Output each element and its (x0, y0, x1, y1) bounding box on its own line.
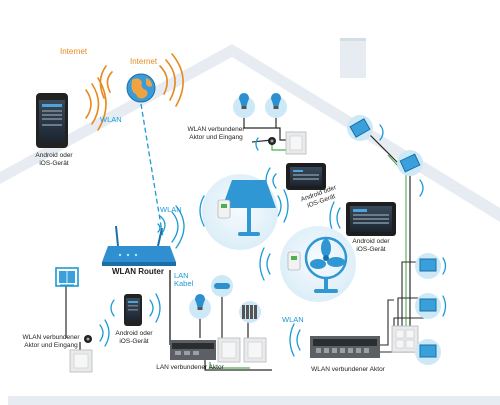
left-actor-wires (65, 285, 81, 350)
lan-cable-label-line: Kabel (174, 278, 194, 288)
din-rail-actor-icon (170, 340, 216, 360)
actor-caption-line: Aktor und Eingang (24, 341, 78, 349)
radiator-icon (239, 301, 261, 323)
wall-switch-icon (217, 337, 241, 363)
fan-icon (280, 226, 356, 302)
wall-switch-icon (243, 337, 267, 363)
wall-switch-icon (285, 131, 307, 155)
window-icon (415, 293, 441, 319)
din-rail-actor-icon (310, 336, 380, 358)
smartphone-icon (36, 93, 68, 148)
actor-caption-line: WLAN verbundener (22, 334, 80, 341)
device-caption: Android oder iOS-Gerät (28, 152, 80, 167)
wall-switch-icon (391, 325, 419, 353)
internet-signal-arcs (85, 53, 184, 131)
router-label: WLAN Router (112, 267, 164, 276)
tablet-icon (346, 202, 396, 236)
actor-caption-line: Aktor und Eingang (189, 133, 243, 141)
device-caption: Android oder iOS-Gerät (346, 238, 396, 253)
wifi-router-icon (102, 225, 176, 266)
internet-label: Internet (130, 57, 158, 66)
light-bulb-icon (265, 93, 287, 118)
window-icon (415, 253, 441, 279)
light-bulb-icon (233, 93, 255, 118)
device-caption-line: Android oder (352, 238, 390, 245)
internet-link (140, 103, 164, 239)
actor-caption: WLAN verbundener Aktor und Eingang (22, 334, 80, 349)
fluorescent-lamp-icon (211, 275, 233, 297)
wlan-label: WLAN (282, 315, 304, 324)
wall-switch-icon (69, 349, 93, 373)
tablet-icon (286, 163, 326, 190)
actor-module-icon (268, 137, 276, 145)
window-icon (415, 339, 441, 365)
wlan-actor-caption: WLAN verbundener Aktor (311, 366, 385, 373)
wlan-label: WLAN (160, 205, 182, 214)
device-caption-line: Android oder (115, 330, 153, 337)
actor-module-icon (84, 335, 92, 343)
lamp-icon (202, 174, 278, 250)
internet-label: Internet (60, 47, 88, 56)
device-caption: Android oder iOS-Gerät (112, 330, 156, 345)
light-bulb-icon (189, 293, 211, 319)
wlan-label: WLAN (100, 115, 122, 124)
window-icon (347, 115, 373, 141)
lan-cable-label: LAN Kabel (174, 272, 193, 287)
device-caption-line: iOS-Gerät (356, 245, 386, 253)
globe-icon (126, 73, 156, 103)
actor-caption: WLAN verbundener Aktor und Eingang (186, 126, 246, 141)
device-caption-line: iOS-Gerät (39, 159, 69, 167)
lan-cable-label-line: LAN (174, 271, 189, 280)
actor-caption-line: WLAN verbundener (187, 126, 245, 133)
lan-actor-caption: LAN verbundener Aktor (156, 364, 224, 371)
device-caption-line: iOS-Gerät (119, 337, 149, 345)
device-caption-line: Android oder (35, 152, 73, 159)
window-icon (397, 150, 423, 176)
smartphone-icon (124, 294, 142, 326)
window-icon (55, 267, 79, 287)
